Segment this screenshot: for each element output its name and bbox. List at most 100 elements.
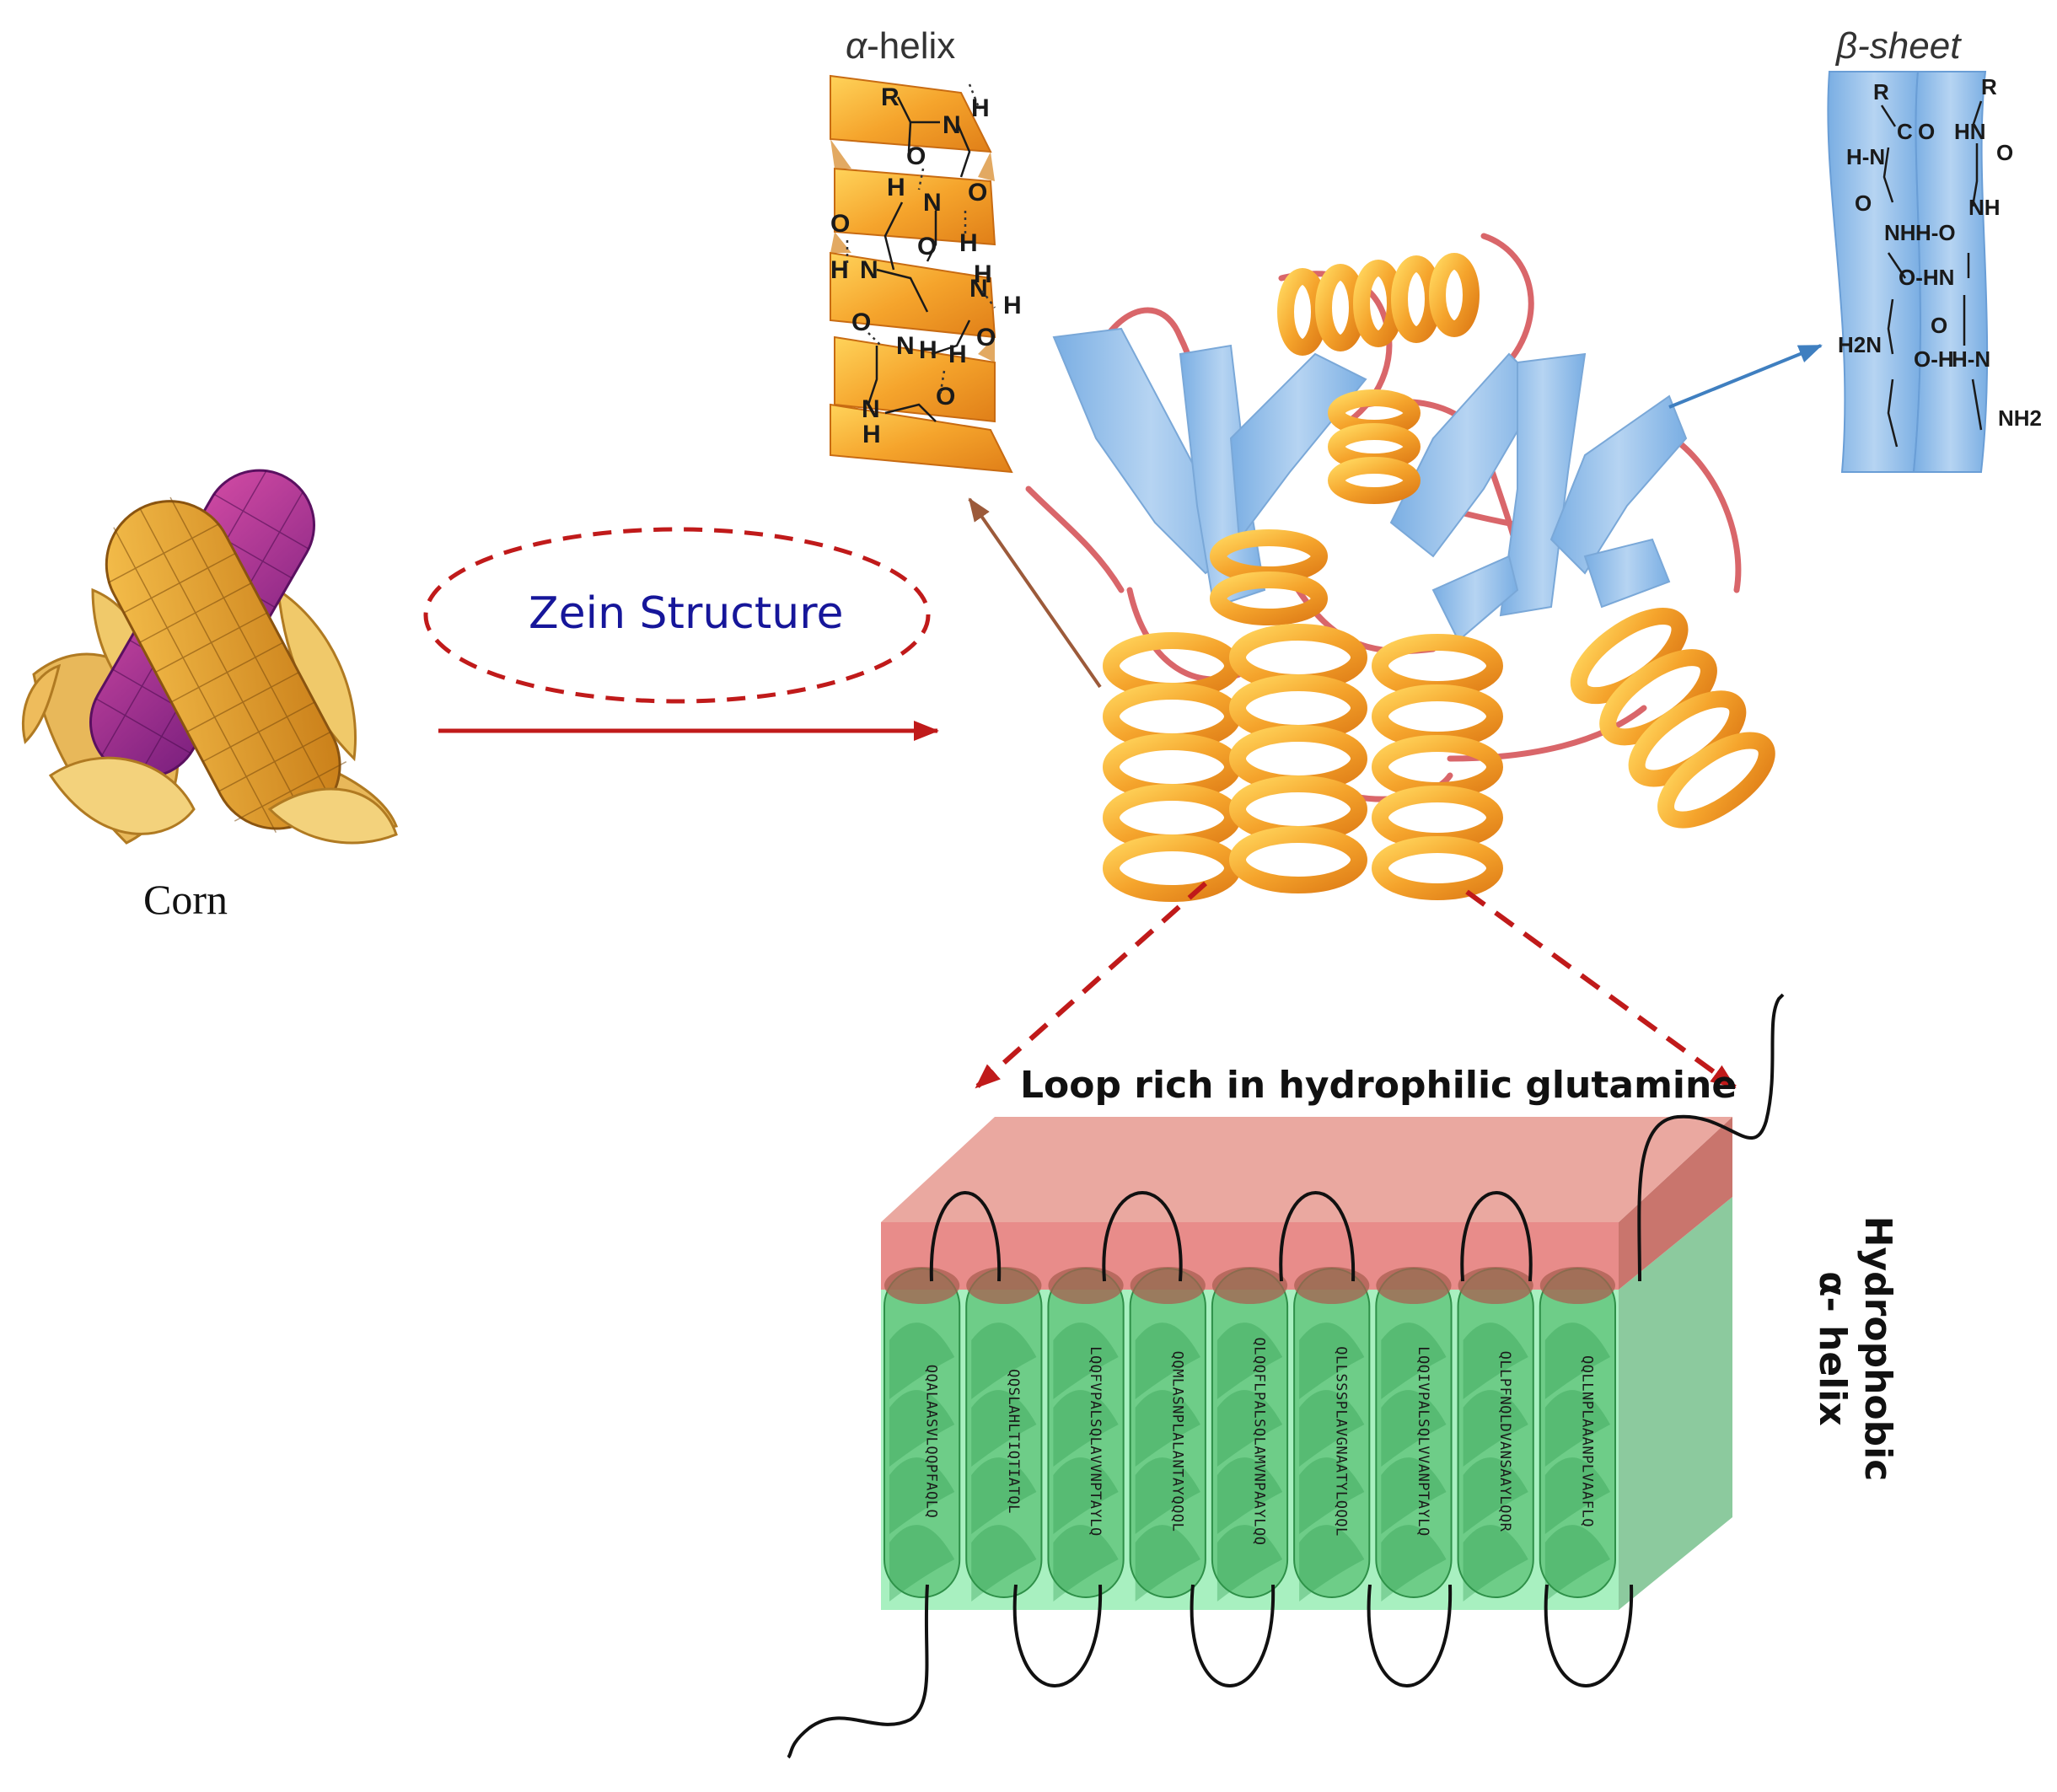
alpha-helix-suffix: -helix bbox=[867, 25, 956, 67]
top-loop bbox=[929, 1191, 1002, 1282]
chem-atom: N bbox=[923, 189, 942, 217]
n-terminal-tail bbox=[787, 1584, 929, 1759]
helix-sequence: QLQQFLPALSQLAMVNPAAYLQQ bbox=[1251, 1338, 1268, 1546]
chem-atom: N bbox=[943, 111, 961, 139]
protein-helix-left bbox=[1103, 632, 1241, 902]
chem-atom: O bbox=[968, 179, 987, 207]
bottom-loop bbox=[1190, 1584, 1276, 1687]
beta-sheet-label: β-sheet bbox=[1836, 25, 1961, 67]
helix-cap bbox=[1539, 1267, 1615, 1304]
helix-wave bbox=[1135, 1390, 1200, 1467]
chem-atom: N bbox=[896, 332, 915, 360]
protein-loop bbox=[1480, 233, 1534, 374]
arrow-to-block-left bbox=[975, 881, 1207, 1090]
helix-sequence: QQMLASNPLALANTAYQQQL bbox=[1168, 1351, 1185, 1532]
protein-beta-strand bbox=[1389, 352, 1544, 558]
protein-helix-center bbox=[1328, 389, 1421, 504]
helix-wave bbox=[1216, 1525, 1283, 1602]
corn-label: Corn bbox=[143, 876, 228, 923]
helix-wave bbox=[1463, 1323, 1528, 1399]
alpha-helix-label: α-helix bbox=[846, 25, 955, 67]
zein-protein-ribbon bbox=[1025, 233, 1775, 902]
chem-atom: N bbox=[969, 275, 988, 303]
chem-atom: R bbox=[1981, 74, 1997, 99]
helix-sequence: QQLLNPLAAANPLVAAFLQ bbox=[1578, 1355, 1595, 1527]
chem-atom: N bbox=[862, 395, 880, 423]
helix-wave bbox=[1463, 1457, 1528, 1534]
protein-beta-strand bbox=[1549, 394, 1688, 575]
helix-sequence: QLLSSSPLAVGNAATYLQQQL bbox=[1333, 1346, 1350, 1536]
helix-wave bbox=[1381, 1525, 1447, 1602]
protein-loop bbox=[1670, 435, 1742, 593]
chem-atom: R bbox=[881, 83, 900, 111]
helix-wave bbox=[889, 1525, 955, 1602]
corn-husk bbox=[48, 756, 196, 835]
c-terminal-tail bbox=[1637, 993, 1785, 1282]
helix-wave bbox=[889, 1323, 955, 1399]
helix-wave bbox=[1216, 1390, 1283, 1467]
helix-cap bbox=[1048, 1267, 1124, 1304]
top-loop bbox=[1102, 1191, 1183, 1282]
helix-wave bbox=[1053, 1390, 1119, 1467]
helix-sequence: QQALAASVLQQPFAQLQ bbox=[923, 1365, 940, 1519]
protein-loop bbox=[1025, 486, 1125, 593]
protein-helix-right bbox=[1372, 634, 1503, 900]
chem-atom: C bbox=[1897, 119, 1913, 144]
chem-atom: H bbox=[862, 421, 881, 448]
protein-beta-strand bbox=[1583, 538, 1671, 609]
arrow-to-block-right bbox=[1465, 889, 1737, 1090]
chem-atom: NH2 bbox=[1998, 405, 2042, 431]
alpha-symbol: α bbox=[846, 25, 867, 67]
helix-cap bbox=[966, 1267, 1042, 1304]
alpha-helix-inset: R N H O H N O O H O H N H N H O H N H O … bbox=[830, 74, 1022, 474]
helix-cap bbox=[1130, 1267, 1206, 1304]
helix-cap bbox=[1211, 1267, 1288, 1304]
helix-wave bbox=[1544, 1525, 1610, 1602]
chem-atom: O bbox=[1918, 119, 1935, 144]
helix-wave bbox=[1216, 1323, 1283, 1399]
chem-atom: O bbox=[906, 142, 926, 170]
helix-wave bbox=[1135, 1457, 1200, 1534]
helix-sequence: LQQFVPALSQLAVVNPTAYLQ bbox=[1087, 1346, 1104, 1536]
chem-atom: NH bbox=[1884, 220, 1916, 245]
block-side-face bbox=[1619, 1197, 1732, 1610]
chem-atom: HN bbox=[1954, 119, 1986, 144]
chem-atom: O-H bbox=[1914, 346, 1954, 372]
bottom-loop bbox=[1544, 1584, 1634, 1687]
arrow-to-alpha-helix bbox=[968, 497, 1102, 689]
helix-wave bbox=[1381, 1390, 1447, 1467]
helix-wave bbox=[1053, 1323, 1119, 1399]
helix-wave bbox=[889, 1457, 955, 1534]
helix-sequence: QLLPFNQLDVANSAAYLQQR bbox=[1496, 1351, 1513, 1532]
hydrophobic-helix-label: Hydrophobic α- helix bbox=[1796, 1216, 1914, 1482]
chem-atom: O bbox=[1855, 190, 1872, 216]
top-loop bbox=[1279, 1191, 1356, 1282]
protein-beta-strand bbox=[1431, 555, 1519, 642]
chem-atom: H bbox=[919, 336, 937, 364]
chem-atom: H bbox=[1003, 292, 1022, 319]
chem-atom: H-N bbox=[1952, 346, 1990, 372]
helix-sequence: QQSLAHLTIQTIATQL bbox=[1005, 1369, 1022, 1514]
helix-wave bbox=[1463, 1390, 1528, 1467]
helix-wave bbox=[1299, 1457, 1365, 1534]
block-side-face-top bbox=[1619, 1117, 1732, 1290]
helix-cap bbox=[884, 1267, 960, 1304]
helix-wave bbox=[1216, 1457, 1283, 1534]
bottom-loop bbox=[1367, 1584, 1453, 1687]
top-loop bbox=[1460, 1191, 1533, 1282]
protein-beta-strand bbox=[1229, 352, 1367, 542]
helix-wave bbox=[1135, 1323, 1200, 1399]
helix-wave bbox=[1135, 1525, 1200, 1602]
helix-wave bbox=[1381, 1457, 1447, 1534]
corn-illustration bbox=[21, 469, 399, 845]
helix-wave bbox=[1299, 1390, 1365, 1467]
helix-wave bbox=[1299, 1525, 1365, 1602]
helix-wave bbox=[1299, 1323, 1365, 1399]
block-top-face bbox=[881, 1117, 1732, 1222]
protein-beta-strand bbox=[1499, 352, 1587, 617]
zein-structure-ellipse bbox=[423, 527, 931, 704]
helix-wave bbox=[1544, 1390, 1610, 1467]
chem-atom: H-N bbox=[1846, 144, 1885, 169]
chem-atom: H bbox=[887, 174, 905, 201]
helix-wave bbox=[889, 1390, 955, 1467]
